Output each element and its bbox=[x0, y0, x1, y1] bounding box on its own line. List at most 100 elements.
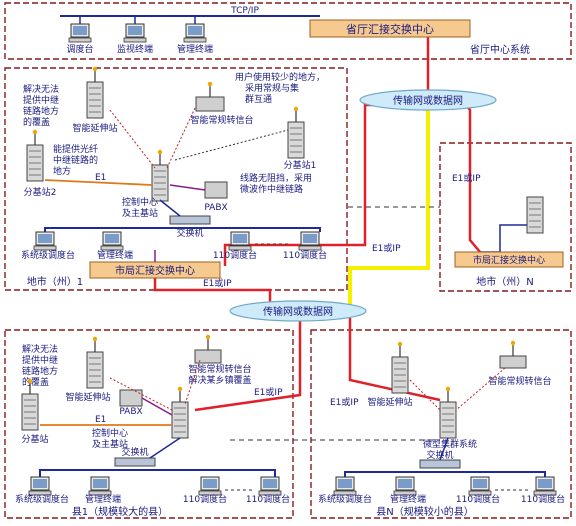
countyN-manage-label: 管理终端 bbox=[390, 493, 426, 505]
prov-manage-pc-icon bbox=[183, 23, 207, 43]
link-city1-mid bbox=[153, 278, 272, 305]
countyN-110a-label: 110调度台 bbox=[456, 493, 500, 505]
county1-sys-dispatch-label: 系统级调度台 bbox=[15, 493, 69, 505]
county1-region bbox=[4, 329, 294, 519]
countyN-ext-station-icon bbox=[391, 356, 409, 394]
county1-ext-station-label: 智能延伸站 bbox=[65, 391, 110, 403]
city1-ext-antenna-icon bbox=[92, 66, 98, 83]
city1-switch-label: 交换机 bbox=[176, 227, 203, 239]
county1-pabx-label: PABX bbox=[119, 407, 142, 417]
city1-note-relay: 解决无法提供中继链路地方的覆盖 bbox=[23, 83, 59, 128]
city1-conv-station-icon bbox=[195, 96, 225, 112]
countyN-switch-icon bbox=[419, 459, 461, 469]
countyN-ext-antenna-icon bbox=[397, 341, 403, 358]
city1-center-label: 市局汇接交换中心 bbox=[115, 264, 195, 277]
prov-monitor-pc-icon bbox=[123, 23, 147, 43]
prov-center-label: 省厅汇接交换中心 bbox=[346, 22, 434, 36]
tcpip-label: TCP/IP bbox=[230, 6, 259, 16]
transport-network-mid bbox=[229, 300, 367, 322]
cityN-region-label: 地市（州）N bbox=[476, 275, 533, 288]
countyN-region-label: 县N（规模较小的县） bbox=[376, 505, 473, 518]
cityN-center-box bbox=[454, 251, 564, 268]
city1-note-fiber: 能提供光纤中继链路的地方 bbox=[53, 143, 98, 177]
city1-branch2-icon bbox=[26, 144, 44, 182]
countyN-micro-label: 微型集群系统 bbox=[423, 438, 477, 450]
transport-network-top-label: 传输网或数据网 bbox=[393, 94, 463, 107]
city1-control-icon bbox=[151, 164, 169, 202]
prov-dispatch-pc-icon bbox=[68, 23, 92, 43]
countyN-micro-rack-icon bbox=[439, 401, 457, 439]
county1-branch-label: 分基站 bbox=[21, 433, 48, 445]
countyN-110b-label: 110调度台 bbox=[521, 493, 565, 505]
county1-ext-station-icon bbox=[86, 351, 104, 389]
prov-monitor-label: 监视终端 bbox=[117, 43, 153, 55]
city1-110a-label: 110调度台 bbox=[213, 249, 257, 261]
prov-center-box bbox=[309, 19, 471, 38]
county1-manage-pc-icon bbox=[88, 476, 112, 496]
city1-manage-label: 管理终端 bbox=[97, 249, 133, 261]
county1-110a-label: 110调度台 bbox=[183, 493, 227, 505]
county1-control-antenna-icon bbox=[177, 386, 183, 403]
county1-branch-icon bbox=[21, 393, 39, 431]
cityN-region bbox=[439, 142, 572, 292]
city1-manage-pc-icon bbox=[100, 231, 124, 251]
city1-110a-pc-icon bbox=[228, 231, 252, 251]
county1-110b-label: 110调度台 bbox=[246, 493, 290, 505]
city1-branch1-label: 分基站1 bbox=[284, 159, 317, 171]
city1-110b-pc-icon bbox=[298, 231, 322, 251]
link-label-countyN: E1或IP bbox=[330, 396, 359, 408]
county1-110a-pc-icon bbox=[198, 476, 222, 496]
prov-dispatch-label: 调度台 bbox=[66, 43, 93, 55]
county1-control-icon bbox=[171, 401, 189, 439]
prov-manage-label: 管理终端 bbox=[177, 43, 213, 55]
city1-sys-dispatch-label: 系统级调度台 bbox=[21, 249, 75, 261]
countyN-manage-pc-icon bbox=[393, 476, 417, 496]
countyN-110b-pc-icon bbox=[533, 476, 557, 496]
city1-branch1-antenna-icon bbox=[293, 106, 299, 123]
county1-conv-antenna-icon bbox=[205, 334, 211, 351]
city1-control-antenna-icon bbox=[157, 149, 163, 166]
city1-pabx-label: PABX bbox=[204, 203, 227, 213]
cityN-center-label: 市局汇接交换中心 bbox=[473, 254, 545, 266]
link-mid-countyN bbox=[348, 318, 441, 402]
city1-ext-station-label: 智能延伸站 bbox=[72, 122, 117, 134]
link-yellow bbox=[348, 108, 430, 305]
countyN-conv-station-icon bbox=[499, 355, 527, 369]
countyN-110a-pc-icon bbox=[468, 476, 492, 496]
provincial-region bbox=[4, 2, 572, 60]
city1-region-label: 地市（州）1 bbox=[27, 275, 83, 288]
city1-switch-icon bbox=[169, 215, 211, 225]
county1-note-rural: 解决某乡镇覆盖 bbox=[188, 374, 251, 386]
city1-e1-label: E1 bbox=[95, 173, 106, 183]
county1-region-label: 县1（规模较大的县） bbox=[72, 505, 168, 518]
city1-note-microwave: 线路无阻挡，采用微波作中继链路 bbox=[240, 172, 312, 195]
county1-manage-label: 管理终端 bbox=[85, 493, 121, 505]
city1-branch1-icon bbox=[287, 121, 305, 159]
county1-sys-dispatch-pc-icon bbox=[28, 476, 52, 496]
link-label-cityN: E1或IP bbox=[452, 172, 481, 184]
county1-switch-label: 交换机 bbox=[121, 446, 148, 458]
city1-sys-dispatch-pc-icon bbox=[33, 231, 57, 251]
county1-conv-station-label: 智能常规转信台 bbox=[188, 363, 251, 375]
transport-network-mid-label: 传输网或数据网 bbox=[263, 305, 333, 318]
cityN-rack-icon bbox=[526, 196, 544, 234]
county1-switch-icon bbox=[114, 457, 156, 467]
city1-110b-label: 110调度台 bbox=[283, 249, 327, 261]
city1-pabx-icon bbox=[204, 181, 228, 199]
link-label-city1: E1或IP bbox=[372, 242, 401, 254]
provincial-region-label: 省厅中心系统 bbox=[470, 43, 530, 56]
county1-ext-antenna-icon bbox=[92, 336, 98, 353]
countyN-conv-station-label: 智能常规转信台 bbox=[488, 375, 551, 387]
countyN-ext-station-label: 智能延伸站 bbox=[367, 396, 412, 408]
county1-control-label: 控制中心及主基站 bbox=[92, 427, 128, 450]
city1-branch2-label: 分基站2 bbox=[24, 186, 57, 198]
countyN-conv-antenna-icon bbox=[510, 340, 516, 357]
countyN-sys-dispatch-pc-icon bbox=[333, 476, 357, 496]
countyN-micro-antenna-icon bbox=[445, 386, 451, 403]
county1-note-relay: 解决无法提供中继链路地方的覆盖 bbox=[22, 343, 58, 388]
county1-conv-station-icon bbox=[194, 349, 222, 364]
city1-note-user: 用户使用较少的地方，采用常规与集群互通 bbox=[235, 71, 325, 105]
city1-control-label: 控制中心及主基站 bbox=[122, 196, 158, 219]
